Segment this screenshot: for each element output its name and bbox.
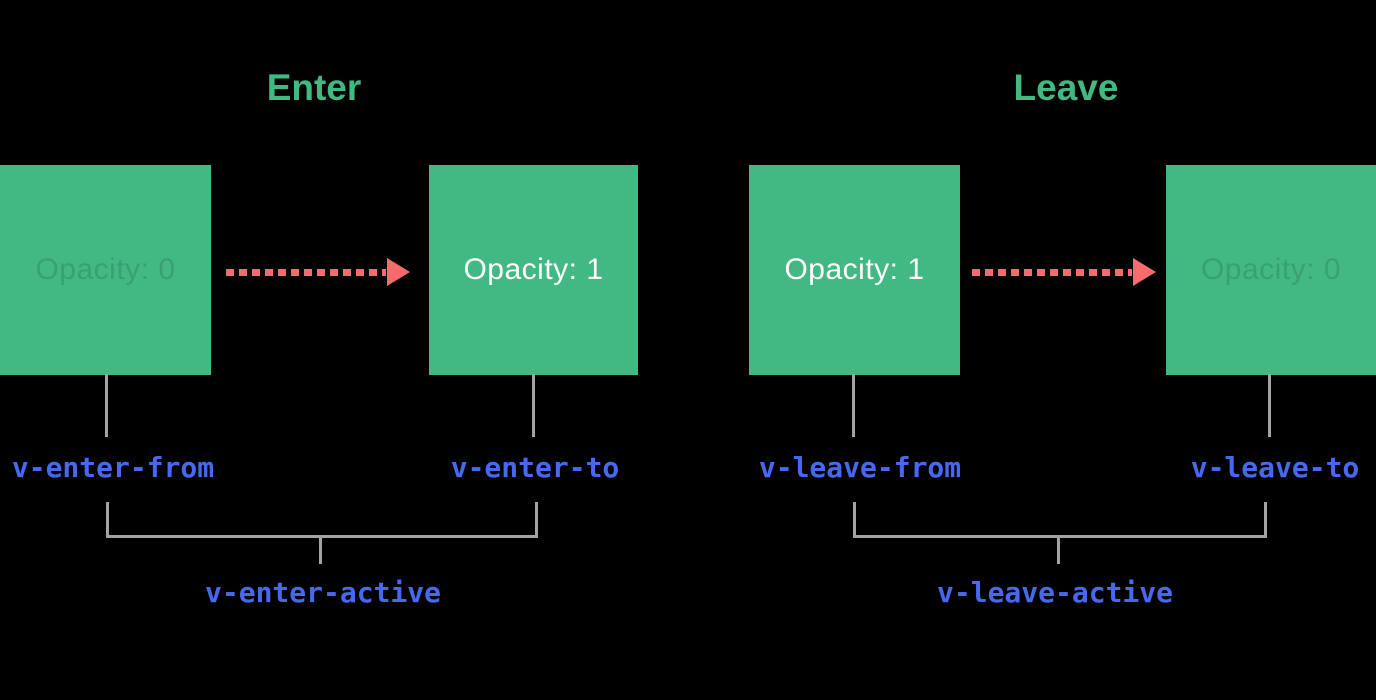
enter-bracket-stem — [319, 538, 322, 564]
opacity-label: Opacity: 0 — [35, 253, 176, 286]
enter-transition-arrow-dashes — [226, 269, 386, 276]
leave-section-title: Leave — [1013, 67, 1119, 108]
connector-line — [1268, 374, 1271, 437]
opacity-label: Opacity: 1 — [784, 253, 925, 286]
enter-from-box: Opacity: 0 — [0, 165, 211, 375]
leave-transition-arrow-dashes — [972, 269, 1132, 276]
enter-to-class-label: v-enter-to — [450, 451, 620, 484]
connector-line — [105, 374, 108, 437]
leave-active-class-label: v-leave-active — [936, 576, 1174, 609]
leave-from-class-label: v-leave-from — [758, 451, 962, 484]
enter-to-box: Opacity: 1 — [429, 165, 638, 375]
opacity-label: Opacity: 0 — [1200, 253, 1342, 286]
enter-active-class-label: v-enter-active — [204, 576, 442, 609]
leave-active-bracket — [853, 502, 1267, 538]
enter-from-class-label: v-enter-from — [11, 451, 215, 484]
leave-from-box: Opacity: 1 — [749, 165, 960, 375]
opacity-label: Opacity: 1 — [463, 253, 604, 286]
enter-arrow-head-icon — [387, 258, 410, 286]
connector-line — [532, 374, 535, 437]
enter-active-bracket — [106, 502, 538, 538]
enter-section-title: Enter — [266, 67, 362, 108]
leave-to-class-label: v-leave-to — [1190, 451, 1360, 484]
leave-to-box: Opacity: 0 — [1166, 165, 1376, 375]
leave-arrow-head-icon — [1133, 258, 1156, 286]
leave-bracket-stem — [1057, 538, 1060, 564]
connector-line — [852, 374, 855, 437]
